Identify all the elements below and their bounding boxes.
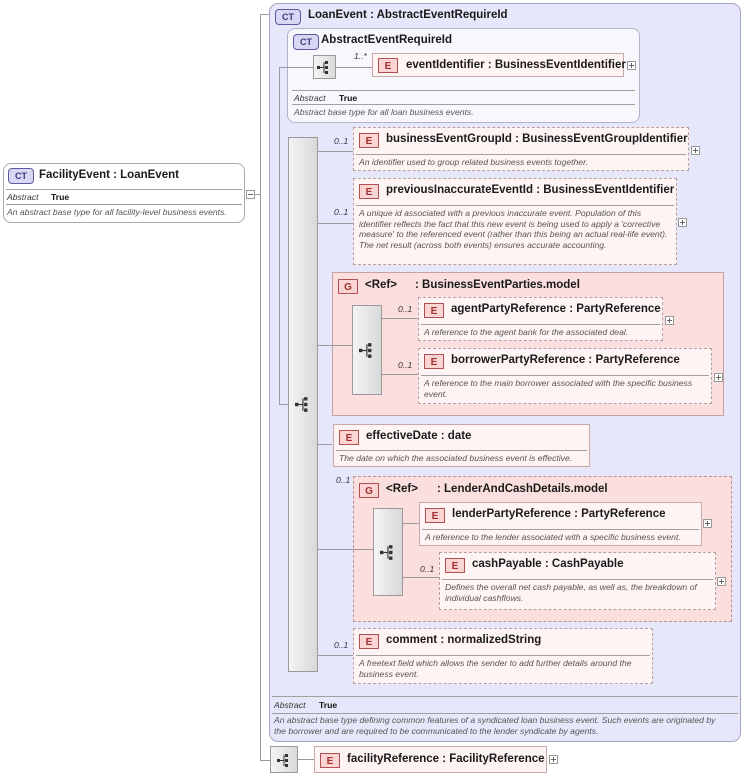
sequence-icon <box>295 397 308 412</box>
effective-date-element[interactable]: E effectiveDate : date The date on which… <box>333 424 590 467</box>
previous-inaccurate-event-id-title: previousInaccurateEventId : BusinessEven… <box>386 184 675 196</box>
cardinality: 0..1 <box>334 640 349 650</box>
sequence-compositor[interactable] <box>352 305 382 395</box>
cardinality: 0..1 <box>336 475 351 485</box>
group-icon: G <box>338 279 358 294</box>
complex-type-icon: CT <box>293 34 319 50</box>
element-icon: E <box>359 184 379 199</box>
element-icon: E <box>424 354 444 369</box>
cash-payable-title: cashPayable : CashPayable <box>472 558 624 570</box>
abstract-value: True <box>51 192 70 202</box>
expand-toggle[interactable] <box>627 61 636 70</box>
sequence-compositor[interactable] <box>270 746 298 773</box>
element-icon: E <box>359 634 379 649</box>
element-icon: E <box>339 430 359 445</box>
sequence-icon <box>380 545 393 560</box>
abstract-event-require-id-description: Abstract base type for all loan business… <box>294 107 474 117</box>
facility-event-description: An abstract base type for all facility-l… <box>7 207 227 217</box>
sequence-icon <box>317 61 328 74</box>
group-icon: G <box>359 483 379 498</box>
facility-reference-title: facilityReference : FacilityReference <box>347 753 545 765</box>
previous-inaccurate-event-id-element[interactable]: E previousInaccurateEventId : BusinessEv… <box>353 178 677 265</box>
element-icon: E <box>320 753 340 768</box>
comment-description: A freetext field which allows the sender… <box>359 658 632 679</box>
collapse-toggle[interactable] <box>246 190 255 199</box>
borrower-party-reference-element[interactable]: E borrowerPartyReference : PartyReferenc… <box>418 348 712 404</box>
business-event-group-id-element[interactable]: E businessEventGroupId : BusinessEventGr… <box>353 127 689 171</box>
lender-party-reference-element[interactable]: E lenderPartyReference : PartyReference … <box>419 502 702 546</box>
group-title: : BusinessEventParties.model <box>415 279 580 291</box>
expand-toggle[interactable] <box>665 316 674 325</box>
group-title: : LenderAndCashDetails.model <box>437 483 608 495</box>
sequence-compositor[interactable] <box>373 508 403 596</box>
lender-party-reference-description: A reference to the lender associated wit… <box>425 532 681 542</box>
complex-type-icon: CT <box>275 9 301 25</box>
agent-party-reference-description: A reference to the agent bank for the as… <box>424 327 629 337</box>
element-icon: E <box>424 303 444 318</box>
effective-date-description: The date on which the associated busines… <box>339 453 573 463</box>
loan-event-title: LoanEvent : AbstractEventRequireId <box>308 9 508 21</box>
effective-date-title: effectiveDate : date <box>366 430 472 442</box>
expand-toggle[interactable] <box>714 373 723 382</box>
abstract-label: Abstract <box>7 192 39 202</box>
abstract-value: True <box>339 93 358 103</box>
expand-toggle[interactable] <box>717 577 726 586</box>
element-icon: E <box>359 133 379 148</box>
previous-inaccurate-event-id-description: A unique id associated with a previous i… <box>359 208 668 250</box>
complex-type-icon: CT <box>8 168 34 184</box>
cardinality: 0..1 <box>398 304 413 314</box>
expand-toggle[interactable] <box>691 146 700 155</box>
cardinality: 0..1 <box>334 207 349 217</box>
sequence-compositor[interactable] <box>313 55 336 79</box>
cash-payable-element[interactable]: E cashPayable : CashPayable Defines the … <box>439 552 716 610</box>
facility-event-type[interactable]: CT FacilityEvent : LoanEvent Abstract Tr… <box>3 163 245 223</box>
cardinality: 1..* <box>354 51 367 61</box>
facility-reference-element[interactable]: E facilityReference : FacilityReference <box>314 746 547 773</box>
borrower-party-reference-description: A reference to the main borrower associa… <box>424 378 693 399</box>
abstract-label: Abstract <box>274 700 306 710</box>
event-identifier-element[interactable]: E eventIdentifier : BusinessEventIdentif… <box>372 53 626 77</box>
element-icon: E <box>445 558 465 573</box>
cardinality: 0..1 <box>398 360 413 370</box>
group-ref-label: <Ref> <box>386 483 418 495</box>
sequence-icon <box>277 754 288 767</box>
abstract-value: True <box>319 700 338 710</box>
cardinality: 0..1 <box>420 564 435 574</box>
expand-toggle[interactable] <box>703 519 712 528</box>
cardinality: 0..1 <box>334 136 349 146</box>
comment-title: comment : normalizedString <box>386 634 542 646</box>
expand-toggle[interactable] <box>678 218 687 227</box>
borrower-party-reference-title: borrowerPartyReference : PartyReference <box>451 354 680 366</box>
group-ref-label: <Ref> <box>365 279 397 291</box>
loan-event-description: An abstract base type defining common fe… <box>274 715 716 736</box>
facility-event-title: FacilityEvent : LoanEvent <box>39 169 179 181</box>
abstract-event-require-id-title: AbstractEventRequireId <box>321 34 453 46</box>
sequence-icon <box>359 343 372 358</box>
lender-party-reference-title: lenderPartyReference : PartyReference <box>452 508 666 520</box>
abstract-label: Abstract <box>294 93 326 103</box>
event-identifier-title: eventIdentifier : BusinessEventIdentifie… <box>406 59 626 71</box>
element-icon: E <box>425 508 445 523</box>
cash-payable-description: Defines the overall net cash payable, as… <box>445 582 697 603</box>
business-event-group-id-description: An identifier used to group related busi… <box>359 157 588 167</box>
agent-party-reference-title: agentPartyReference : PartyReference <box>451 303 661 315</box>
main-sequence-compositor[interactable] <box>288 137 318 672</box>
element-icon: E <box>378 58 398 73</box>
agent-party-reference-element[interactable]: E agentPartyReference : PartyReference A… <box>418 297 663 341</box>
comment-element[interactable]: E comment : normalizedString A freetext … <box>353 628 653 684</box>
business-event-group-id-title: businessEventGroupId : BusinessEventGrou… <box>386 133 688 145</box>
expand-toggle[interactable] <box>549 755 558 764</box>
